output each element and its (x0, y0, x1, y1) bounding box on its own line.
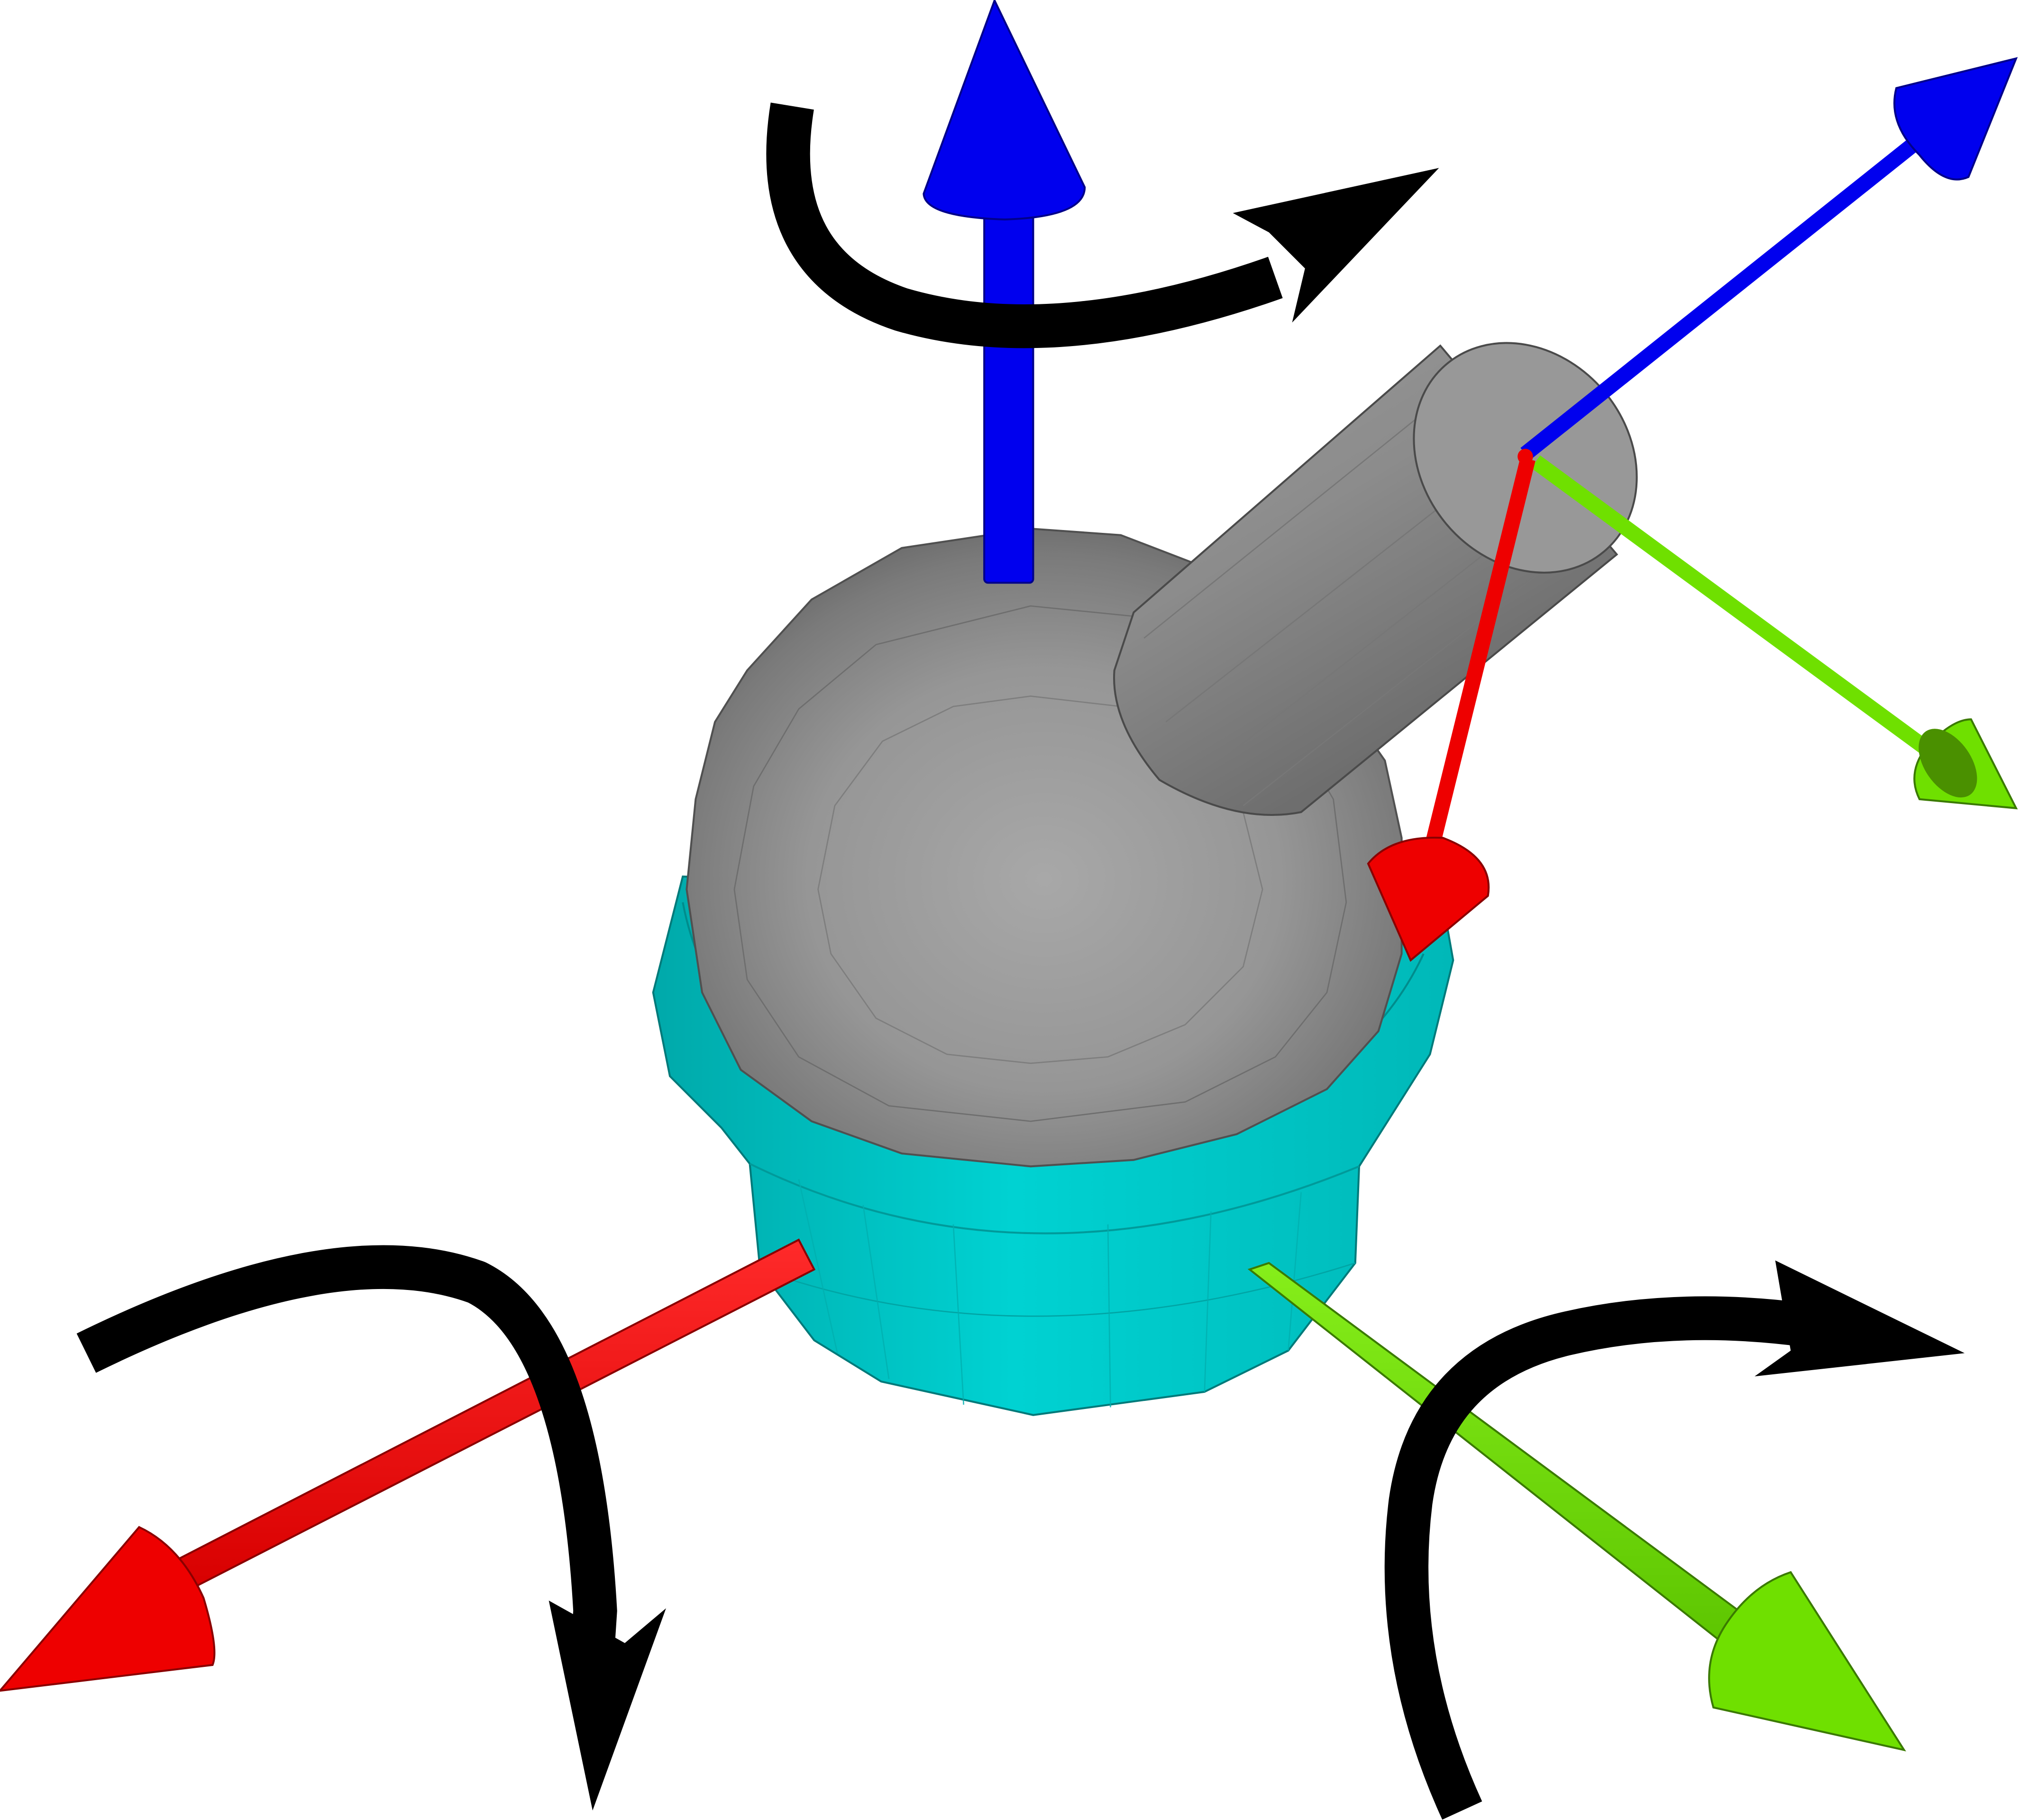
x-axis-arrowhead (0, 1526, 216, 1692)
y-axis-green (1247, 1262, 1906, 1752)
local-frame (1367, 57, 2018, 962)
local-x-axis-arrowhead (1367, 836, 1490, 962)
local-z-axis-arrowhead (1893, 57, 2018, 181)
rotation-about-z (766, 102, 1439, 348)
local-y-axis-shaft (1531, 455, 1947, 767)
rotation-about-x (76, 1245, 666, 1811)
local-x-axis-shaft (1425, 457, 1536, 846)
z-axis-shaft (983, 205, 1034, 584)
rotation-about-y (1384, 1260, 1965, 1820)
local-z-axis-shaft (1520, 123, 1938, 460)
x-axis-red (0, 1238, 816, 1692)
stem (1113, 342, 1638, 816)
z-axis-blue (923, 0, 1086, 584)
z-axis-arrowhead (923, 0, 1086, 220)
y-axis-arrowhead (1708, 1571, 1906, 1752)
